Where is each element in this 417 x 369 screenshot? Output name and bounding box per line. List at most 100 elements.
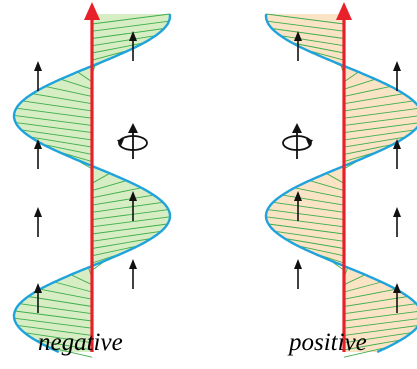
helix-rib <box>91 13 170 25</box>
helix-rib <box>271 28 345 39</box>
helix-rib <box>309 180 345 192</box>
helix-rib <box>77 71 93 83</box>
helix-rib <box>343 288 397 300</box>
helix-rib <box>91 209 169 221</box>
helix-rib <box>343 93 404 105</box>
spin-arrowhead <box>393 283 401 293</box>
helix-rib <box>91 172 111 184</box>
panel-negative <box>12 2 172 358</box>
helix-rib <box>22 100 93 112</box>
spin-arrowhead <box>294 31 302 41</box>
helix-fill-positive <box>266 14 417 352</box>
helix-rib <box>91 194 154 206</box>
helix-rib <box>284 238 345 249</box>
helix-rib <box>30 136 93 148</box>
helix-rib <box>91 42 144 54</box>
helix-rib <box>19 303 93 315</box>
helix-rib <box>282 194 345 206</box>
spin-arrows-negative <box>34 31 137 313</box>
helix-ribs-negative <box>13 13 171 358</box>
helix-rib <box>343 122 417 134</box>
helix-rib <box>267 209 345 221</box>
helix-ribbon-positive <box>264 13 417 354</box>
helix-rib <box>54 281 93 293</box>
helix-rib <box>45 85 93 97</box>
helix-rib <box>32 93 93 105</box>
helix-rib <box>28 296 93 307</box>
helix-rib <box>343 318 417 329</box>
helix-rib <box>343 325 417 336</box>
helix-rib <box>13 114 93 126</box>
spin-arrowhead <box>34 283 42 293</box>
spin-arrowhead <box>393 61 401 71</box>
helix-rib <box>42 143 93 155</box>
spin-arrowhead <box>129 191 137 201</box>
helix-rib <box>343 281 382 293</box>
caption-negative: negative <box>38 329 123 356</box>
helix-rib <box>265 216 345 228</box>
axis-arrow-positive <box>336 2 352 352</box>
helix-rib <box>70 274 93 286</box>
spin-arrowhead <box>294 191 302 201</box>
helix-rib <box>343 311 417 322</box>
spin-arrowhead <box>34 61 42 71</box>
helix-rib <box>16 107 93 119</box>
rotation-icon-positive <box>282 123 313 159</box>
helix-rib <box>325 172 345 184</box>
helix-rib <box>15 122 93 134</box>
helix-rib <box>24 332 93 344</box>
helix-rib <box>343 143 394 155</box>
helix-rib <box>39 288 93 300</box>
helix-rib <box>294 187 345 199</box>
caption-positive: positive <box>289 329 367 356</box>
helix-rib <box>91 238 152 249</box>
helix-rib <box>292 42 345 54</box>
helix-rib <box>14 310 93 322</box>
helix-rib <box>91 223 168 235</box>
helix-rib <box>91 216 171 228</box>
helix-rib <box>34 339 93 351</box>
helix-rib <box>14 317 93 329</box>
helix-rib <box>297 245 345 257</box>
spin-arrowhead <box>34 139 42 149</box>
helix-rib <box>91 201 163 213</box>
spin-arrowhead <box>129 259 137 269</box>
helix-rib <box>343 129 415 141</box>
helix-rib <box>273 201 345 213</box>
helix-rib <box>343 303 417 315</box>
helix-rib <box>91 230 162 242</box>
helix-rib <box>343 71 359 83</box>
helix-rib <box>91 35 156 47</box>
helix-rib <box>91 20 169 32</box>
helix-rib <box>343 274 366 286</box>
helix-rib <box>343 115 417 126</box>
helix-rib <box>17 324 93 336</box>
helix-ribbon-negative <box>12 13 172 354</box>
spin-arrows-positive <box>294 31 401 313</box>
spin-arrowhead <box>129 31 137 41</box>
spin-arrowhead <box>34 207 42 217</box>
rotation-icon-negative <box>117 123 148 159</box>
helix-rib <box>343 346 388 358</box>
helix-rib <box>343 100 414 112</box>
helix-rib <box>21 129 93 141</box>
helix-rib <box>343 78 376 90</box>
helix-rib <box>280 35 345 47</box>
helix-rib <box>267 20 345 32</box>
spin-arrowhead <box>393 207 401 217</box>
helix-rib <box>343 108 417 119</box>
helix-rib <box>91 28 165 39</box>
helix-rib <box>268 223 345 235</box>
spin-arrowhead <box>393 139 401 149</box>
helix-rib <box>91 245 139 257</box>
helix-rib <box>274 230 345 242</box>
helix-rib <box>91 180 127 192</box>
helix-rib <box>266 13 345 25</box>
panel-positive <box>264 2 417 358</box>
helix-rib <box>343 339 402 351</box>
spin-arrowhead <box>294 259 302 269</box>
helix-lobe <box>266 14 417 352</box>
helix-rib <box>343 332 412 344</box>
helix-rib <box>343 136 406 148</box>
